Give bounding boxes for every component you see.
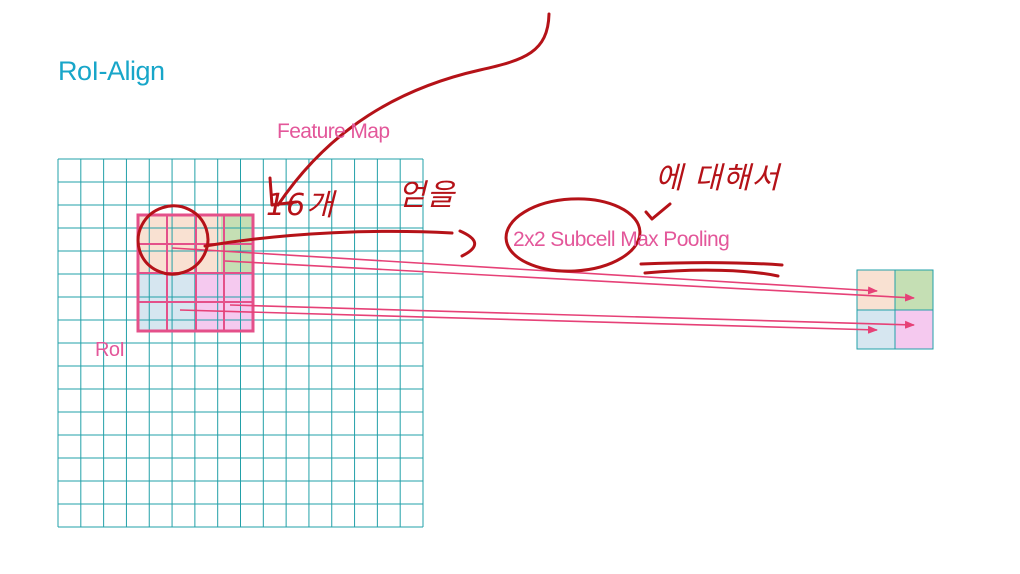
roi-label: RoI [95,339,125,361]
long-curve-arrow [276,12,551,207]
object-annotation: 얻을 [398,178,456,213]
count-annotation: 16개 [266,188,335,223]
pooled-output-grid [856,269,934,350]
long-curve-arrowhead [268,176,298,207]
pooling-label: 2x2 Subcell Max Pooling [513,228,730,251]
arrow-to-bottom-left [179,309,878,334]
arrow-to-top-right [224,260,915,302]
underline-1 [639,261,784,267]
target-annotation: 에 대해서 [655,161,780,196]
pooling-circle [504,197,642,273]
check-mark [644,202,672,221]
roi-to-pooling-arrowhead [458,229,476,258]
feature-map-label: Feature Map [277,120,390,143]
mapping-arrows [171,247,915,334]
diagram-title: RoI-Align [58,56,165,86]
arrow-to-bottom-right [229,304,915,329]
roi-to-pooling-arrow [203,229,454,248]
underline-2 [643,268,780,278]
handwritten-annotations [136,12,784,278]
arrow-to-top-left [171,247,878,295]
feature-map-grid [57,158,424,528]
roi-circle [136,204,210,276]
